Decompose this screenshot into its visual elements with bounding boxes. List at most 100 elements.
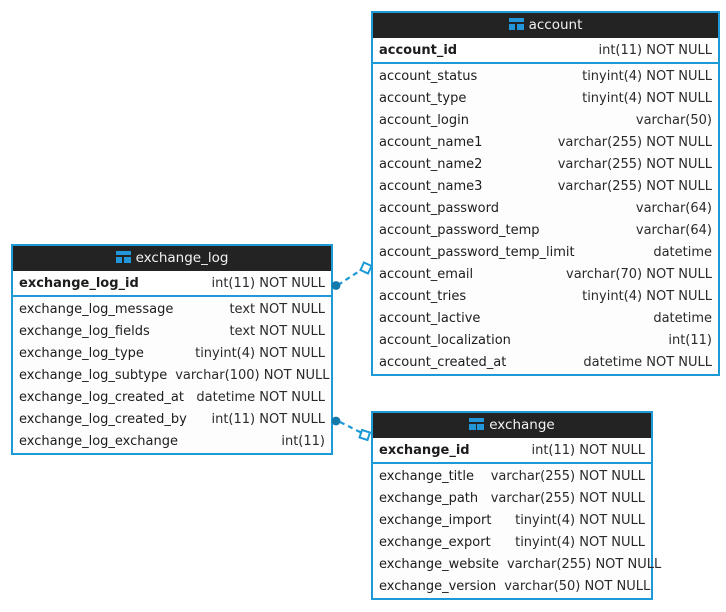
column-name: exchange_log_fields [19, 323, 150, 339]
column-row[interactable]: account_password_temp varchar(64) [373, 219, 718, 241]
column-name: account_email [379, 266, 474, 282]
entity-exchange[interactable]: exchange exchange_id int(11) NOT NULL ex… [371, 411, 661, 600]
column-name: exchange_import [379, 512, 492, 528]
column-row[interactable]: exchange_log_message text NOT NULL [13, 298, 331, 320]
relationship-diamond-marker [359, 261, 373, 275]
column-name: account_password_temp [379, 222, 540, 238]
column-type: int(11) NOT NULL [531, 442, 645, 458]
column-type: varchar(70) NOT NULL [566, 266, 712, 282]
column-type: varchar(255) NOT NULL [557, 134, 712, 150]
column-type: varchar(50) [635, 112, 712, 128]
column-type: varchar(255) NOT NULL [506, 556, 662, 572]
relationship-line [337, 269, 362, 286]
column-type: varchar(255) NOT NULL [490, 490, 645, 506]
column-row[interactable]: exchange_log_created_at datetime NOT NUL… [13, 386, 331, 408]
column-row[interactable]: account_status tinyint(4) NOT NULL [373, 65, 718, 87]
column-row[interactable]: account_localization int(11) [373, 329, 718, 351]
column-row[interactable]: account_created_at datetime NOT NULL [373, 351, 718, 373]
column-name: account_tries [379, 288, 467, 304]
column-type: varchar(64) [635, 200, 712, 216]
column-type: int(11) NOT NULL [211, 411, 325, 427]
column-type: tinyint(4) NOT NULL [582, 288, 712, 304]
column-name: account_id [379, 42, 458, 58]
entity-account-columns: account_status tinyint(4) NOT NULL accou… [373, 64, 718, 374]
relationship-exchange-log-account[interactable] [331, 261, 373, 290]
column-type: datetime NOT NULL [583, 354, 712, 370]
entity-exchange-log-header: exchange_log [13, 246, 331, 271]
column-row[interactable]: account_password_temp_limit datetime [373, 241, 718, 263]
entity-exchange-columns: exchange_title varchar(255) NOT NULL exc… [373, 464, 661, 598]
column-type: datetime [653, 310, 712, 326]
column-name: account_password [379, 200, 500, 216]
entity-account-header: account [373, 13, 718, 38]
column-name: exchange_log_message [19, 301, 174, 317]
column-row[interactable]: exchange_path varchar(255) NOT NULL [373, 487, 651, 509]
column-type: text NOT NULL [229, 301, 325, 317]
relationship-line [339, 421, 363, 434]
column-row[interactable]: exchange_log_exchange int(11) [13, 430, 331, 452]
entity-account-title: account [528, 17, 583, 33]
table-icon [508, 18, 524, 30]
column-row[interactable]: account_tries tinyint(4) NOT NULL [373, 285, 718, 307]
column-type: text NOT NULL [229, 323, 325, 339]
column-type: varchar(50) NOT NULL [504, 578, 651, 594]
column-type: int(11) NOT NULL [598, 42, 712, 58]
column-name: account_lactive [379, 310, 481, 326]
column-name: account_login [379, 112, 469, 128]
column-row[interactable]: exchange_log_fields text NOT NULL [13, 320, 331, 342]
column-row[interactable]: account_lactive datetime [373, 307, 718, 329]
column-name: exchange_title [379, 468, 474, 484]
column-row[interactable]: exchange_log_subtype varchar(100) NOT NU… [13, 364, 331, 386]
column-type: int(11) [668, 332, 712, 348]
column-row[interactable]: account_password varchar(64) [373, 197, 718, 219]
column-name: exchange_version [379, 578, 497, 594]
column-type: tinyint(4) NOT NULL [582, 90, 712, 106]
column-row[interactable]: exchange_version varchar(50) NOT NULL [373, 575, 651, 597]
column-row[interactable]: account_type tinyint(4) NOT NULL [373, 87, 718, 109]
column-name: exchange_path [379, 490, 479, 506]
column-row-primary-key[interactable]: exchange_id int(11) NOT NULL [373, 438, 651, 464]
column-type: tinyint(4) NOT NULL [582, 68, 712, 84]
column-name: account_localization [379, 332, 511, 348]
column-row[interactable]: exchange_export tinyint(4) NOT NULL [373, 531, 651, 553]
column-type: tinyint(4) NOT NULL [515, 512, 645, 528]
column-row[interactable]: account_name3 varchar(255) NOT NULL [373, 175, 718, 197]
column-name: account_name1 [379, 134, 483, 150]
column-row[interactable]: account_email varchar(70) NOT NULL [373, 263, 718, 285]
column-name: exchange_log_exchange [19, 433, 178, 449]
entity-exchange-log-title: exchange_log [135, 250, 229, 266]
column-row[interactable]: exchange_title varchar(255) NOT NULL [373, 465, 651, 487]
column-row[interactable]: exchange_import tinyint(4) NOT NULL [373, 509, 651, 531]
column-row-primary-key[interactable]: exchange_log_id int(11) NOT NULL [13, 271, 331, 297]
column-name: exchange_id [379, 442, 470, 458]
column-type: tinyint(4) NOT NULL [195, 345, 325, 361]
entity-exchange-title: exchange [489, 417, 555, 433]
column-name: account_type [379, 90, 467, 106]
column-name: exchange_log_subtype [19, 367, 168, 383]
column-name: account_name2 [379, 156, 483, 172]
column-row[interactable]: account_name1 varchar(255) NOT NULL [373, 131, 718, 153]
table-icon [115, 251, 131, 263]
table-icon [469, 418, 485, 430]
relationship-exchange-log-exchange[interactable] [331, 416, 372, 442]
column-type: varchar(255) NOT NULL [557, 156, 712, 172]
entity-exchange-log[interactable]: exchange_log exchange_log_id int(11) NOT… [11, 244, 333, 455]
column-type: varchar(100) NOT NULL [175, 367, 330, 383]
column-name: account_status [379, 68, 478, 84]
column-type: varchar(255) NOT NULL [557, 178, 712, 194]
column-row[interactable]: account_login varchar(50) [373, 109, 718, 131]
column-row[interactable]: exchange_log_created_by int(11) NOT NULL [13, 408, 331, 430]
column-name: exchange_log_id [19, 275, 139, 291]
column-name: account_name3 [379, 178, 483, 194]
column-name: exchange_log_type [19, 345, 144, 361]
column-row[interactable]: exchange_website varchar(255) NOT NULL [373, 553, 661, 575]
column-name: account_password_temp_limit [379, 244, 575, 260]
column-row[interactable]: account_name2 varchar(255) NOT NULL [373, 153, 718, 175]
column-row[interactable]: exchange_log_type tinyint(4) NOT NULL [13, 342, 331, 364]
column-type: datetime NOT NULL [196, 389, 325, 405]
entity-exchange-header: exchange [373, 413, 651, 438]
column-name: exchange_export [379, 534, 491, 550]
entity-account[interactable]: account account_id int(11) NOT NULL acco… [371, 11, 720, 376]
column-row-primary-key[interactable]: account_id int(11) NOT NULL [373, 38, 718, 64]
